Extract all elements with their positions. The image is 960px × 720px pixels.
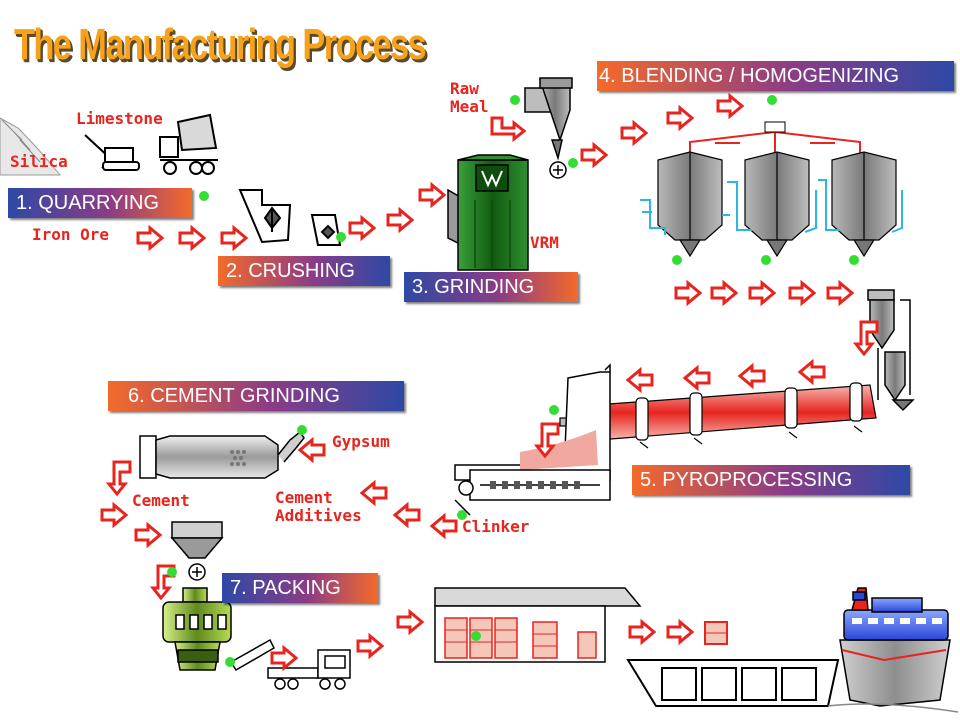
flow-arrow: [626, 368, 654, 392]
stage-pyroprocessing: 5. PYROPROCESSING: [632, 465, 910, 495]
indicator-dot: [568, 158, 578, 168]
indicator-dot: [761, 255, 771, 265]
flow-arrow: [683, 366, 711, 390]
label-iron-ore: Iron Ore: [32, 225, 110, 244]
indicator-dot: [336, 232, 346, 242]
flow-arrow: [666, 106, 694, 130]
flow-arrow: [710, 281, 738, 305]
label-clinker: Clinker: [462, 517, 530, 536]
flow-arrow: [136, 226, 164, 250]
indicator-dot: [767, 95, 777, 105]
flow-arrow: [738, 364, 766, 388]
indicator-dot: [849, 255, 859, 265]
flow-arrow: [430, 514, 458, 538]
flow-arrow: [396, 610, 424, 634]
flow-arrow: [270, 646, 298, 670]
flow-arrow: [220, 226, 248, 250]
indicator-dot: [510, 95, 520, 105]
indicator-dot: [549, 405, 559, 415]
label-cement: Cement: [132, 491, 190, 510]
flow-arrow: [418, 183, 446, 207]
blending-silos: [640, 121, 903, 258]
flow-arrow: [716, 94, 744, 118]
raw-meal-cyclone-icon: [524, 77, 573, 179]
indicator-dot: [167, 567, 177, 577]
indicator-dots: [167, 95, 859, 667]
flow-arrow: [798, 360, 826, 384]
flow-arrow: [490, 116, 526, 141]
flow-arrow: [356, 634, 384, 658]
flow-arrow: [386, 208, 414, 232]
silo-1: [640, 151, 730, 258]
flow-arrow: [788, 281, 816, 305]
stage-packing: 7. PACKING: [222, 573, 378, 603]
flow-arrow: [748, 281, 776, 305]
stage-crushing: 2. CRUSHING: [218, 256, 390, 286]
stage-quarrying: 1. QUARRYING: [8, 188, 192, 218]
label-silica: Silica: [10, 152, 68, 171]
flow-arrow: [107, 460, 132, 496]
secondary-crusher-icon: [310, 214, 342, 246]
excavator-icon: [84, 134, 140, 171]
silo-2: [727, 151, 817, 258]
stage-cement-grinding: 6. CEMENT GRINDING: [108, 381, 404, 411]
indicator-dot: [199, 191, 209, 201]
label-gypsum: Gypsum: [332, 432, 390, 451]
label-vrm: VRM: [530, 233, 559, 252]
flow-arrow: [826, 281, 854, 305]
clinker-cooler-icon: [454, 363, 611, 516]
flow-arrow: [620, 121, 648, 145]
label-limestone: Limestone: [76, 109, 163, 128]
page-title: The Manufacturing Process: [14, 20, 427, 69]
dump-truck-icon: [159, 113, 218, 175]
flow-arrow: [178, 226, 206, 250]
rotary-packer-icon: [162, 587, 275, 672]
cement-truck-icon: [267, 649, 351, 690]
flow-arrow: [580, 143, 608, 167]
indicator-dot: [297, 425, 307, 435]
label-cement-additives: Cement Additives: [275, 488, 362, 525]
warehouse-icon: [434, 587, 642, 663]
flow-arrow: [854, 320, 879, 356]
flow-arrow: [360, 481, 388, 505]
primary-crusher-icon: [238, 189, 292, 244]
label-raw-meal: Raw Meal: [450, 79, 489, 116]
stage-grinding: 3. GRINDING: [404, 272, 578, 302]
indicator-dot: [471, 631, 481, 641]
indicator-dot: [457, 510, 467, 520]
ship-icon: [827, 587, 959, 713]
flow-arrow: [100, 503, 128, 527]
flow-arrow: [134, 523, 162, 547]
flow-arrow: [348, 216, 376, 240]
cement-ball-mill-icon: [139, 430, 305, 479]
flow-arrow: [674, 281, 702, 305]
flow-arrow: [393, 503, 421, 527]
flow-arrow: [628, 620, 656, 644]
quarry-hillside: [0, 117, 62, 176]
flow-arrow: [666, 620, 694, 644]
barge-icon: [626, 621, 840, 707]
flow-arrow: [298, 438, 326, 462]
stage-blending: 4. BLENDING / HOMOGENIZING: [597, 61, 954, 91]
vertical-roller-mill-icon: [447, 154, 529, 271]
preheater-tower-icon: [867, 289, 915, 412]
silo-3: [818, 151, 903, 258]
cement-hopper-icon: [170, 521, 224, 581]
indicator-dot: [225, 657, 235, 667]
indicator-dot: [672, 255, 682, 265]
